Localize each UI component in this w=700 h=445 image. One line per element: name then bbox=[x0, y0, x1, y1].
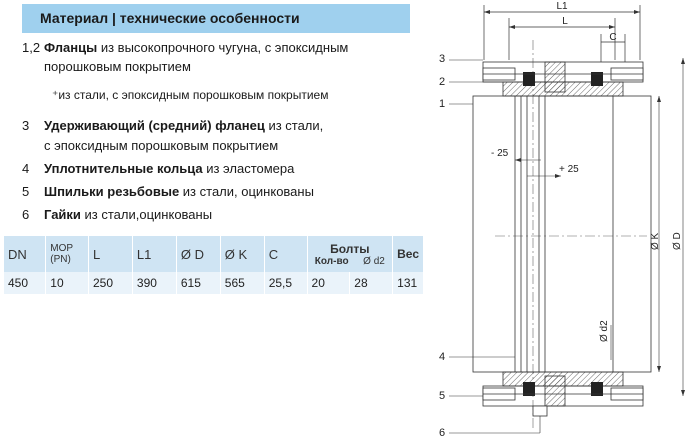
offset-dims: - 25 + 25 bbox=[491, 148, 579, 178]
cell-weight: 131 bbox=[392, 272, 424, 294]
list-item: 4 Уплотнительные кольца из эластомера bbox=[22, 161, 294, 176]
item-title: Уплотнительные кольца bbox=[44, 161, 203, 176]
top-flange bbox=[482, 61, 644, 97]
bottom-flange bbox=[482, 371, 644, 417]
item-text: из высокопрочного чугуна, с эпоксидным bbox=[97, 40, 349, 55]
dim-c: C bbox=[600, 32, 626, 62]
list-item: 6 Гайки из стали,оцинкованы bbox=[22, 207, 212, 222]
list-item: 5 Шпильки резьбовые из стали, оцинкованы bbox=[22, 184, 314, 199]
col-l: L bbox=[88, 236, 133, 272]
ok-label: Ø K bbox=[650, 232, 661, 250]
item-number: 6 bbox=[22, 207, 30, 222]
dim-l-label: L bbox=[562, 16, 568, 27]
cell-od: 615 bbox=[176, 272, 221, 294]
callout-1: 1 bbox=[439, 98, 445, 110]
spec-table: DN МОР (PN) L L1 Ø D Ø K C Болты Кол-во … bbox=[4, 236, 424, 294]
dim-l1: L1 bbox=[483, 1, 641, 60]
item-number: 1,2 bbox=[22, 40, 41, 55]
diameter-dims: Ø K Ø D Ø d2 bbox=[599, 58, 685, 396]
col-od: Ø D bbox=[176, 236, 221, 272]
col-bolt-d2: Ø d2 bbox=[363, 255, 385, 267]
item-title: Фланцы bbox=[44, 40, 98, 55]
col-mop: МОР (PN) bbox=[45, 236, 89, 272]
item-text: из стали, оцинкованы bbox=[179, 184, 314, 199]
table-row: 450 10 250 390 615 565 25,5 20 28 131 bbox=[4, 272, 424, 294]
pipe-body bbox=[472, 95, 652, 373]
item-number: 5 bbox=[22, 184, 30, 199]
d2-label: Ø d2 bbox=[599, 320, 610, 342]
callout-3: 3 bbox=[439, 53, 445, 65]
cell-dn: 450 bbox=[4, 272, 47, 294]
dim-l: L bbox=[508, 16, 616, 60]
col-weight: Вес bbox=[392, 236, 424, 272]
item-number: 4 bbox=[22, 161, 30, 176]
cell-bolt-d2: 28 bbox=[349, 272, 394, 294]
bolts-label: Болты bbox=[330, 241, 370, 256]
cell-c: 25,5 bbox=[264, 272, 308, 294]
dim-c-label: C bbox=[609, 32, 616, 43]
item-text: из стали, bbox=[264, 118, 324, 133]
callout-2: 2 bbox=[439, 76, 445, 88]
dim-l1-label: L1 bbox=[556, 1, 568, 12]
cell-ok: 565 bbox=[220, 272, 265, 294]
item-text: из эластомера bbox=[202, 161, 295, 176]
coupling-drawing: L1 L C bbox=[439, 1, 685, 439]
col-pn-label: (PN) bbox=[50, 254, 71, 265]
cell-bolt-count: 20 bbox=[307, 272, 351, 294]
col-dn: DN bbox=[4, 236, 47, 272]
cell-l1: 390 bbox=[132, 272, 177, 294]
col-bolts: Болты Кол-во Ø d2 bbox=[307, 236, 394, 272]
item-continuation: порошковым покрытием bbox=[44, 59, 191, 74]
callout-5: 5 bbox=[439, 390, 445, 402]
item-note: ⁺из стали, с эпоксидным порошковым покры… bbox=[52, 88, 329, 102]
list-item: 3 Удерживающий (средний) фланец из стали, bbox=[22, 118, 323, 133]
item-title: Шпильки резьбовые bbox=[44, 184, 180, 199]
page-title: Материал | технические особенности bbox=[40, 10, 300, 26]
cell-mop: 10 bbox=[45, 272, 89, 294]
plus-25-label: + 25 bbox=[559, 164, 579, 175]
od-label: Ø D bbox=[672, 232, 683, 250]
table-header-row: DN МОР (PN) L L1 Ø D Ø K C Болты Кол-во … bbox=[4, 236, 424, 272]
col-l1: L1 bbox=[132, 236, 177, 272]
callout-6: 6 bbox=[439, 427, 445, 439]
callouts: 3 2 1 4 5 6 bbox=[439, 53, 541, 439]
item-text: из стали,оцинкованы bbox=[80, 207, 213, 222]
minus-25-label: - 25 bbox=[491, 148, 509, 159]
header-bar bbox=[22, 4, 410, 33]
col-c: C bbox=[264, 236, 308, 272]
cell-l: 250 bbox=[88, 272, 133, 294]
col-mop-label: МОР bbox=[50, 243, 74, 254]
item-title: Гайки bbox=[44, 207, 81, 222]
callout-4: 4 bbox=[439, 351, 445, 363]
col-bolt-count: Кол-во bbox=[314, 255, 349, 267]
col-ok: Ø K bbox=[220, 236, 265, 272]
item-title: Удерживающий (средний) фланец bbox=[44, 118, 265, 133]
item-number: 3 bbox=[22, 118, 30, 133]
item-continuation: с эпоксидным порошковым покрытием bbox=[44, 138, 279, 153]
